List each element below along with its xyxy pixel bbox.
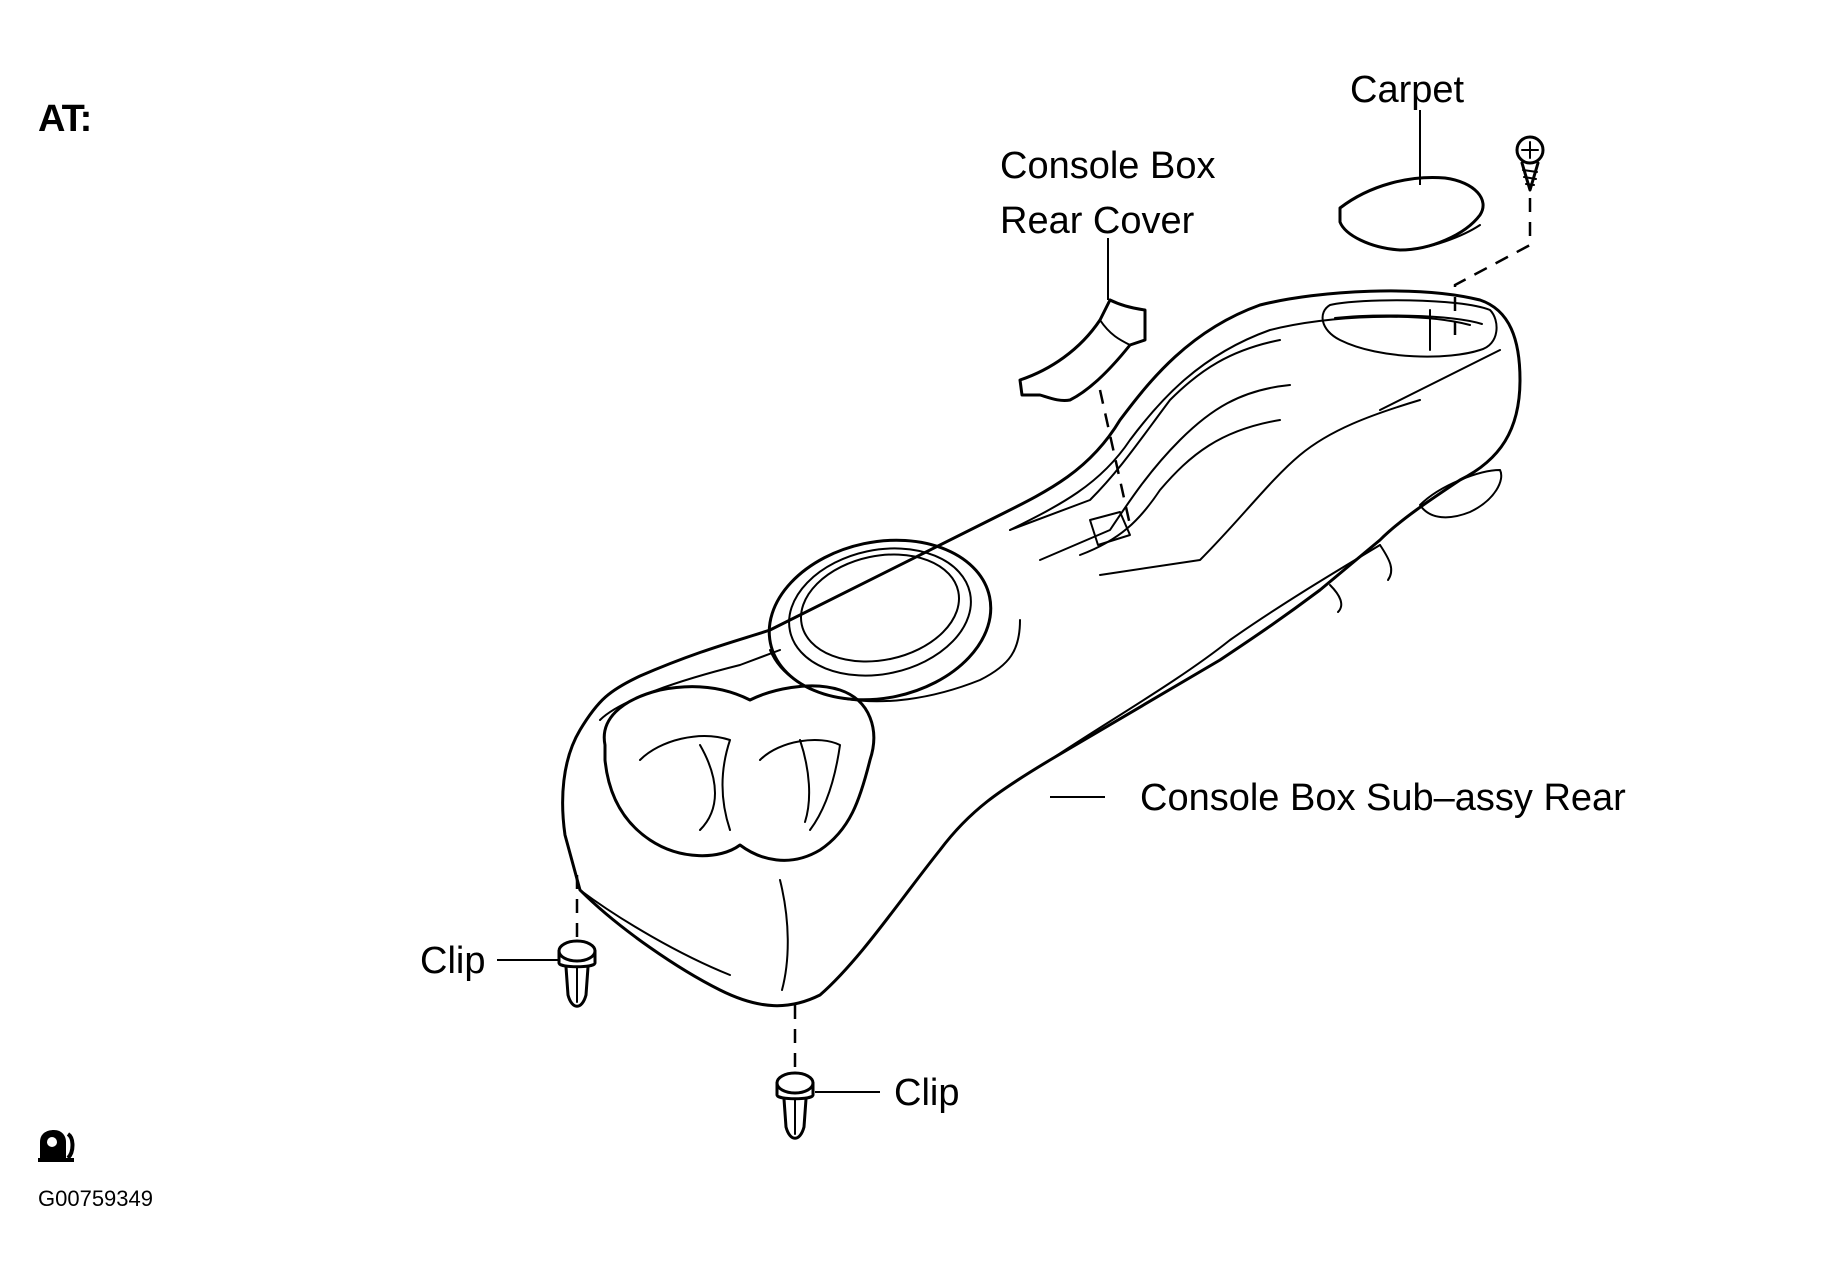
rear-cover-label-line2: Rear Cover [1000,200,1195,242]
rear-cover-assembly-line [1098,389,1132,526]
center-channel [1009,339,1421,576]
console-box-body [561,289,1522,1008]
figure-id: G00759349 [38,1186,153,1211]
workshop-manual-icon [38,1130,75,1162]
clip-bottom-label: Clip [894,1072,960,1114]
transmission-heading: AT: [38,98,92,140]
shift-boot-oval [767,538,1021,703]
rear-storage-bin [1321,299,1498,358]
clip-bottom-part [775,1071,815,1140]
carpet-label: Carpet [1350,69,1465,111]
screw-assembly-line [1453,198,1532,345]
rear-cover-label-line1: Console Box [1000,145,1216,187]
rear-cover-part [1018,298,1147,402]
cup-holder-recess [602,684,876,862]
carpet-part [1338,176,1485,252]
clip-left-label: Clip [420,940,486,982]
sub-assy-label: Console Box Sub–assy Rear [1140,777,1626,819]
clip-left-part [557,939,597,1008]
screw-icon [1515,135,1545,192]
